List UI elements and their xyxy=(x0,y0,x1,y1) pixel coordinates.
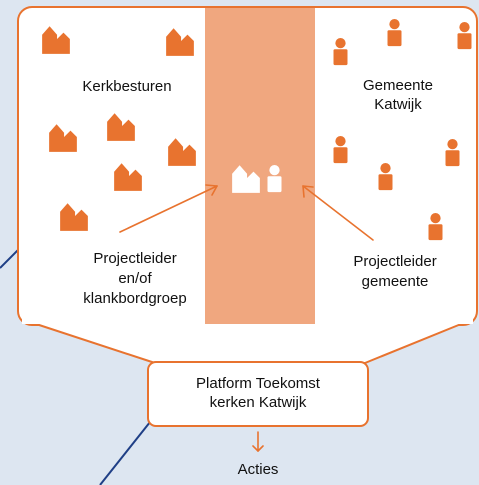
central-band xyxy=(205,8,315,324)
arrow-right-to-center xyxy=(302,185,374,241)
person-icon xyxy=(387,19,402,47)
label-church-boards: Kerkbesturen xyxy=(82,78,172,95)
platform-box xyxy=(147,361,369,427)
person-icon xyxy=(457,22,472,50)
person-icon xyxy=(428,213,443,241)
connector-wedge xyxy=(29,321,467,364)
person-icon xyxy=(445,139,460,167)
label-actions: Acties xyxy=(237,461,279,478)
label-project-leader-church: Projectleider en/of klankbordgroep xyxy=(83,250,187,307)
person-icon xyxy=(378,163,393,191)
arrow-left-to-center xyxy=(119,184,218,233)
label-platform: Platform Toekomst kerken Katwijk xyxy=(196,375,320,411)
label-project-leader-municipality: Projectleider gemeente xyxy=(353,253,437,290)
person-icon xyxy=(333,38,348,66)
arrow-down-to-actions xyxy=(252,431,264,452)
background-line-bottom xyxy=(99,411,159,485)
label-municipality: Gemeente Katwijk xyxy=(362,77,434,113)
person-icon xyxy=(333,136,348,164)
